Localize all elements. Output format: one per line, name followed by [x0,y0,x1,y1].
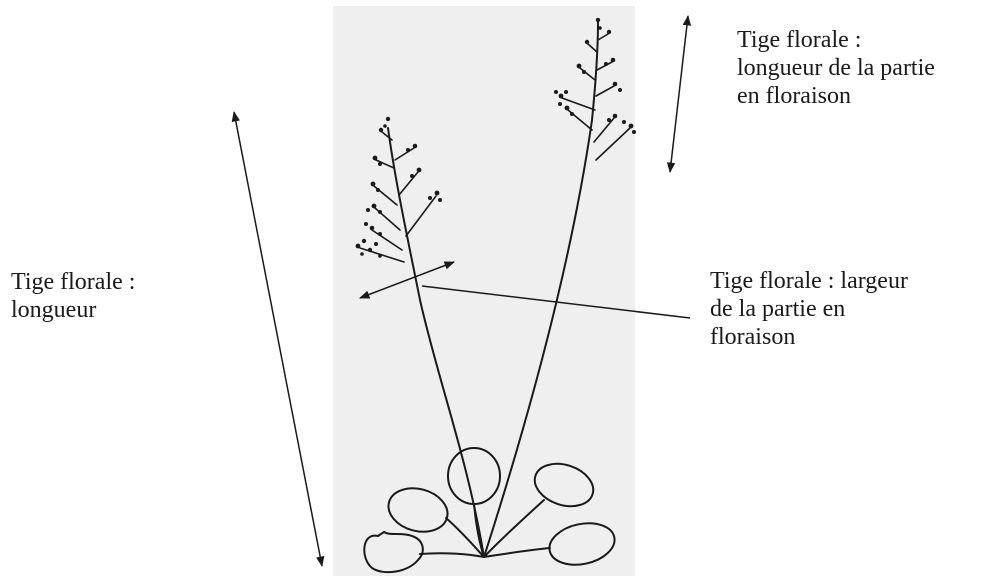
label-flowering-width: Tige florale : largeur de la partie en f… [710,267,908,351]
stem-length-arrow [234,112,322,566]
label-stem-length: Tige florale : longueur [11,268,135,324]
label-flowering-length: Tige florale : longueur de la partie en … [737,26,935,110]
flowering-length-arrow [670,16,688,172]
